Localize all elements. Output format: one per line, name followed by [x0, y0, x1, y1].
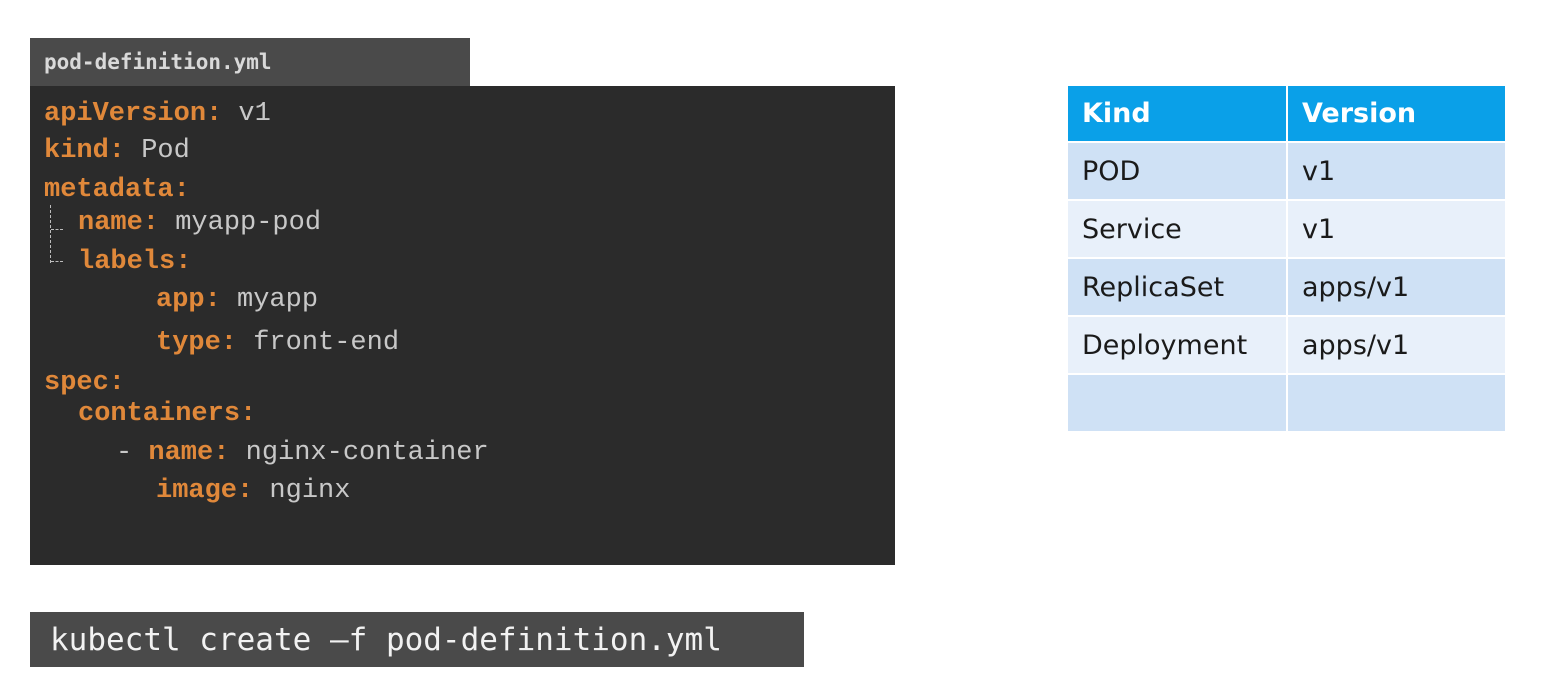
code-line-container-name: - name: nginx-container	[116, 438, 489, 468]
header-kind: Kind	[1066, 84, 1288, 143]
yaml-value: myapp-pod	[159, 208, 322, 238]
yaml-value: front-end	[237, 328, 400, 358]
command-text: kubectl create –f pod-definition.yml	[50, 621, 722, 658]
cell-kind: Service	[1066, 199, 1288, 259]
table-row: Deployment apps/v1	[1066, 315, 1507, 375]
code-line-spec: spec:	[44, 368, 125, 398]
cell-version: apps/v1	[1286, 315, 1507, 375]
yaml-key: name:	[78, 208, 160, 238]
table-row	[1066, 373, 1507, 433]
yaml-key: labels:	[78, 247, 192, 277]
code-line-metadata-name: name: myapp-pod	[78, 208, 321, 238]
yaml-key: spec:	[44, 368, 126, 398]
code-line-labels: labels:	[78, 247, 191, 277]
table-header-row: Kind Version	[1066, 84, 1507, 143]
table-row: ReplicaSet apps/v1	[1066, 257, 1507, 317]
tree-guide-tick	[51, 229, 63, 230]
file-tab[interactable]: pod-definition.yml	[30, 38, 470, 86]
code-line-app: app: myapp	[156, 285, 318, 315]
yaml-value: Pod	[125, 136, 190, 166]
yaml-key: kind:	[44, 136, 126, 166]
cell-version: v1	[1286, 199, 1507, 259]
yaml-key: metadata:	[44, 175, 190, 205]
cell-version: v1	[1286, 141, 1507, 201]
table-row: POD v1	[1066, 141, 1507, 201]
yaml-list-dash: -	[116, 438, 149, 468]
yaml-key: type:	[156, 328, 238, 358]
yaml-key: image:	[156, 476, 254, 506]
yaml-key: name:	[148, 438, 230, 468]
kind-version-table: Kind Version POD v1 Service v1 ReplicaSe…	[1066, 84, 1507, 433]
cell-kind: Deployment	[1066, 315, 1288, 375]
code-line-containers: containers:	[78, 399, 256, 429]
cell-version	[1286, 373, 1507, 433]
tree-guide-tick	[51, 261, 63, 262]
cell-kind: POD	[1066, 141, 1288, 201]
yaml-value: myapp	[220, 285, 319, 315]
cell-kind	[1066, 373, 1288, 433]
cell-kind: ReplicaSet	[1066, 257, 1288, 317]
code-line-kind: kind: Pod	[44, 136, 190, 166]
code-line-image: image: nginx	[156, 476, 350, 506]
code-line-type: type: front-end	[156, 328, 399, 358]
tree-guide-line	[50, 205, 68, 263]
code-line-metadata: metadata:	[44, 175, 190, 205]
yaml-value: nginx	[253, 476, 351, 506]
yaml-key: containers:	[78, 399, 257, 429]
yaml-value: nginx-container	[229, 438, 489, 468]
file-tab-label: pod-definition.yml	[44, 50, 272, 74]
yaml-value: v1	[222, 99, 271, 129]
yaml-key: app:	[156, 285, 221, 315]
yaml-key: apiVersion:	[44, 99, 223, 129]
command-bar: kubectl create –f pod-definition.yml	[30, 612, 804, 667]
cell-version: apps/v1	[1286, 257, 1507, 317]
header-version: Version	[1286, 84, 1507, 143]
code-panel: apiVersion: v1 kind: Pod metadata: name:…	[30, 86, 895, 565]
table-row: Service v1	[1066, 199, 1507, 259]
code-line-apiversion: apiVersion: v1	[44, 99, 271, 129]
